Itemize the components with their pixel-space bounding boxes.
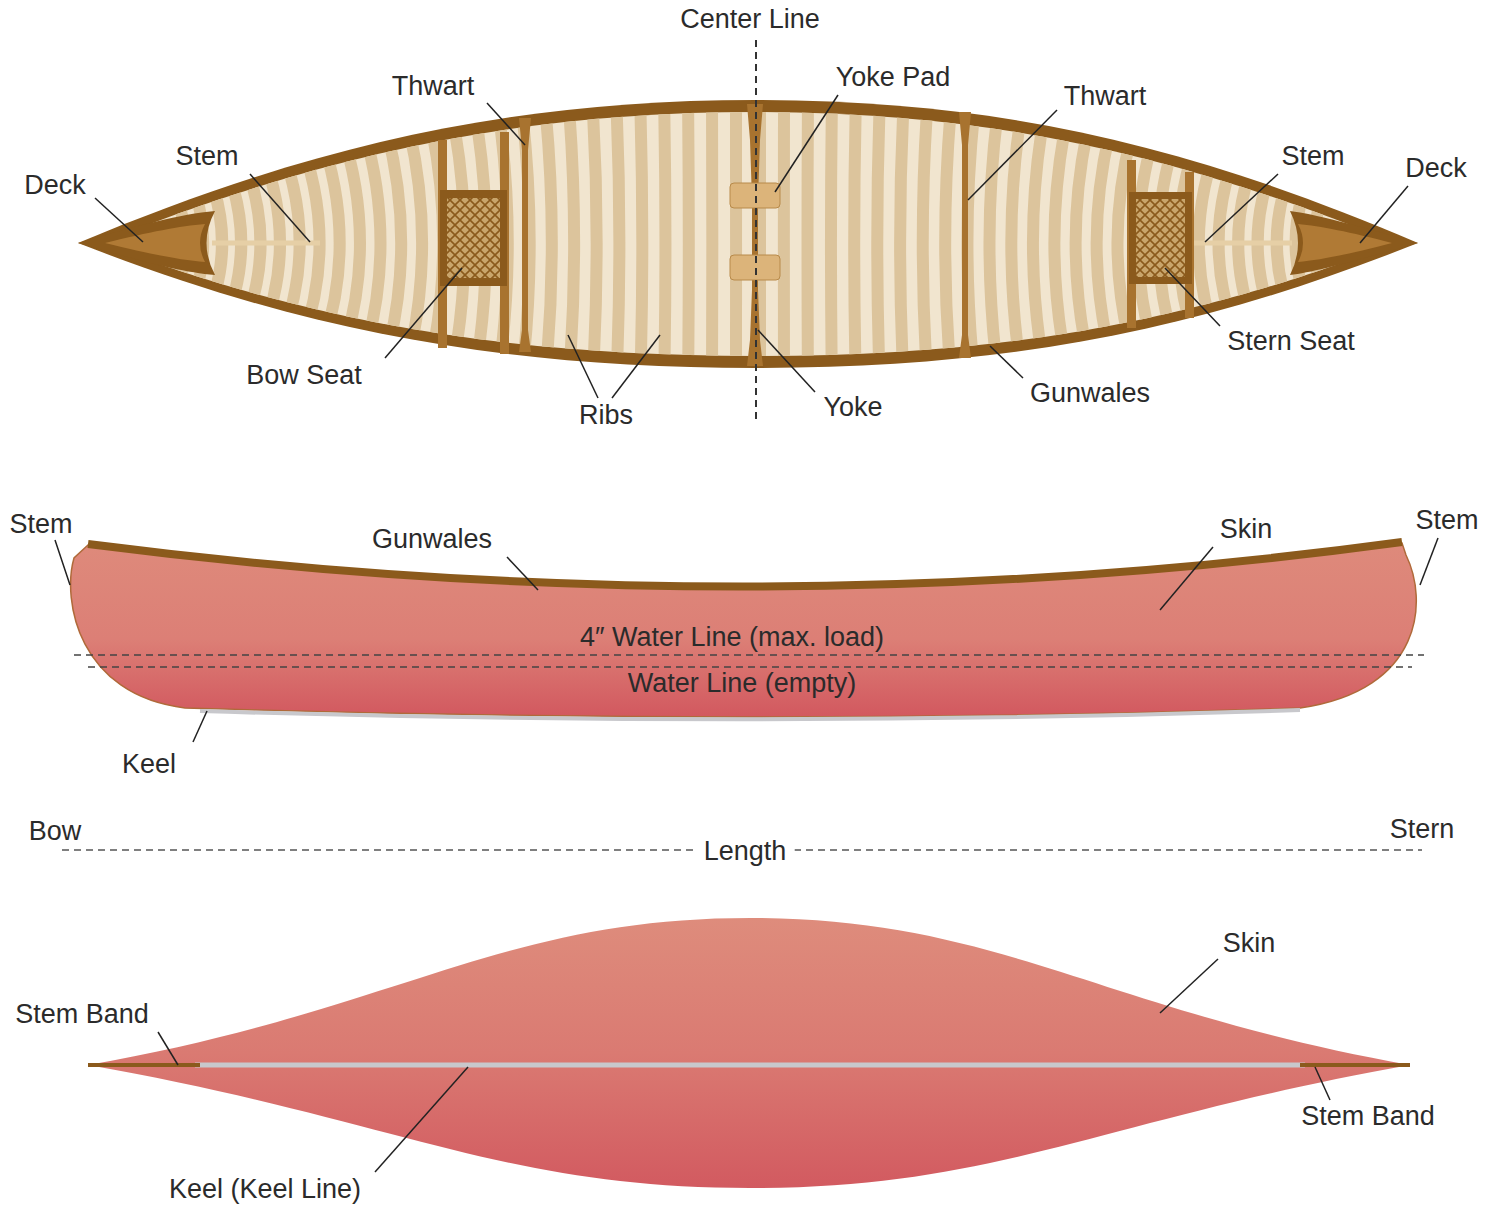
- gunwale: [88, 542, 1402, 587]
- part-label: Stem: [1412, 505, 1481, 536]
- stem: [1185, 241, 1292, 246]
- rib: [682, 95, 695, 391]
- part-label: Bow: [26, 816, 85, 847]
- rib: [664, 95, 665, 391]
- part-label: Stem: [6, 509, 75, 540]
- part-label: Gunwales: [369, 524, 495, 555]
- part-label: Keel (Keel Line): [166, 1174, 364, 1205]
- part-label: Stern Seat: [1224, 326, 1358, 357]
- part-label: Deck: [21, 170, 89, 201]
- stern-seat: [1129, 192, 1192, 284]
- rib: [945, 95, 952, 391]
- rib: [923, 95, 928, 391]
- seat-cane: [447, 198, 500, 278]
- stem-band: [1300, 1063, 1410, 1067]
- rib: [1054, 95, 1072, 391]
- rib: [592, 95, 597, 391]
- rib: [376, 95, 401, 391]
- part-label: Stem: [1278, 141, 1347, 172]
- part-label: Skin: [1217, 514, 1276, 545]
- skin: [71, 543, 1417, 717]
- skin: [88, 918, 1410, 1188]
- rib: [1033, 95, 1048, 391]
- part-label: Stem Band: [12, 999, 152, 1030]
- rib: [352, 95, 380, 391]
- part-label: Length: [696, 836, 795, 867]
- rib: [544, 95, 552, 391]
- top-view: [78, 40, 1418, 422]
- part-label: Gunwales: [1027, 378, 1153, 409]
- side-view: [71, 542, 1424, 719]
- rib: [778, 95, 790, 391]
- deck-inlay: [1298, 224, 1392, 262]
- deck: [78, 211, 215, 275]
- part-label: Deck: [1402, 153, 1470, 184]
- rib: [640, 95, 642, 391]
- bottom-view: [88, 918, 1410, 1188]
- water-line: [74, 654, 1424, 656]
- part-label: Skin: [1220, 928, 1279, 959]
- rib: [616, 95, 619, 391]
- rib: [400, 95, 422, 391]
- part-label: Thwart: [389, 71, 478, 102]
- keel-line: [195, 1063, 1305, 1068]
- deck: [1290, 211, 1418, 275]
- part-label: 4″ Water Line (max. load): [577, 622, 887, 653]
- seat-cane: [1136, 199, 1185, 277]
- part-label: Stem Band: [1298, 1101, 1438, 1132]
- rib: [854, 95, 856, 391]
- rib: [1011, 95, 1024, 391]
- rib: [900, 95, 904, 391]
- part-label: Bow Seat: [243, 360, 365, 391]
- rib: [328, 95, 360, 391]
- part-label: Stern: [1387, 814, 1458, 845]
- rib: [730, 95, 742, 391]
- stem-band: [88, 1063, 200, 1067]
- water-line: [88, 666, 1412, 668]
- part-label: Water Line (empty): [625, 668, 860, 699]
- thwart: [959, 112, 971, 358]
- rib: [802, 95, 814, 391]
- stem: [212, 241, 320, 246]
- bow-seat: [440, 190, 507, 286]
- part-label: Yoke Pad: [833, 62, 954, 93]
- ribs: [112, 95, 1384, 391]
- part-label: Ribs: [576, 400, 636, 431]
- part-label: Yoke: [820, 392, 885, 423]
- part-label: Center Line: [677, 4, 823, 35]
- part-label: Thwart: [1061, 81, 1150, 112]
- center-line: [755, 40, 757, 422]
- deck-inlay: [105, 224, 205, 262]
- part-label: Keel: [119, 749, 179, 780]
- rib: [831, 95, 832, 391]
- leader-lines: [55, 95, 1438, 1172]
- thwart: [519, 118, 531, 352]
- part-label: Stem: [172, 141, 241, 172]
- rib: [877, 95, 880, 391]
- rib: [706, 95, 718, 391]
- keel: [200, 710, 1300, 719]
